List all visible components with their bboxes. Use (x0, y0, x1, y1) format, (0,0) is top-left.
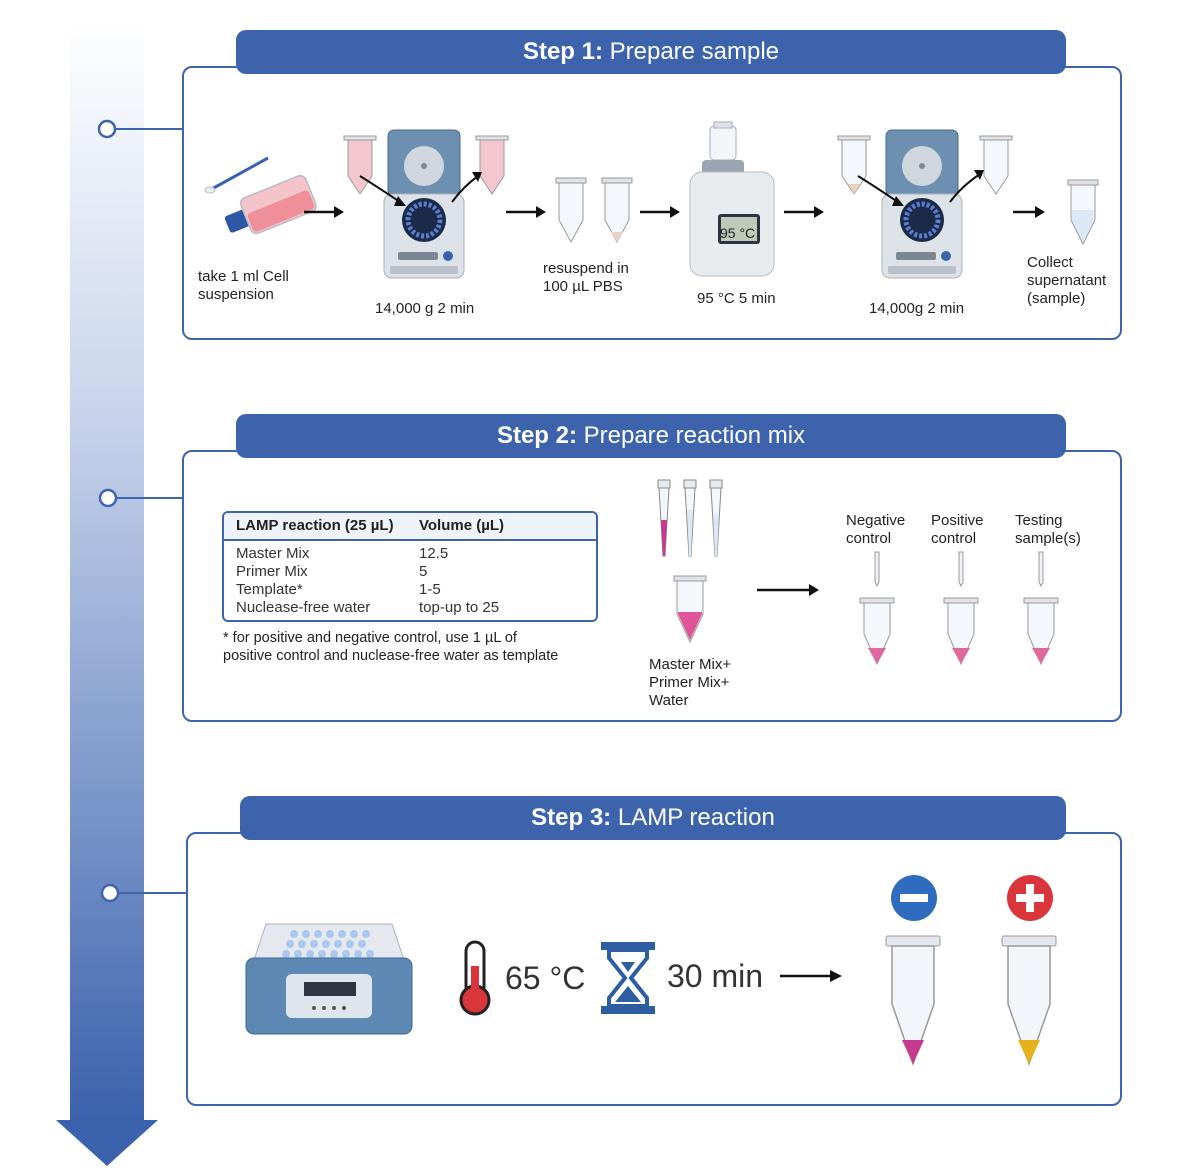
table-row: Nuclease-free water top-up to 25 (224, 599, 596, 617)
temperature-text: 65 °C (505, 960, 586, 996)
arrow-icon (780, 970, 842, 982)
step3-header: Step 3: LAMP reaction (240, 796, 1066, 840)
negative-control-label: Negative control (846, 512, 906, 547)
negative-tube-icon (885, 935, 941, 1067)
positive-tube-icon (1001, 935, 1057, 1067)
heat-block-icon (689, 121, 775, 277)
table-cell: 5 (419, 563, 428, 580)
table-col-volume: Volume (µL) (419, 517, 505, 534)
table-row: Primer Mix 5 (224, 563, 596, 581)
thermometer-icon (459, 940, 491, 1016)
step1-panel (182, 66, 1122, 340)
table-cell: Nuclease-free water (236, 599, 371, 616)
step1-title: Prepare sample (609, 38, 780, 65)
centrifuge-icon (343, 129, 509, 279)
step2-number: Step 2: (496, 422, 577, 449)
cell-flask-icon (204, 156, 317, 235)
positive-result-icon (1007, 875, 1053, 921)
table-cell: Primer Mix (236, 563, 308, 580)
step3-title: LAMP reaction (617, 804, 775, 831)
lamp-reaction-table: LAMP reaction (25 µL) Volume (µL) Master… (222, 511, 598, 622)
table-row: Master Mix 12.5 (224, 545, 596, 563)
table-cell: Template* (236, 581, 303, 598)
mix-tube-icon (673, 575, 707, 644)
collect-label: Collect supernatant (sample) (1027, 254, 1107, 307)
pipette-tips-icon (657, 479, 723, 557)
resuspend-label: resuspend in 100 µL PBS (543, 260, 629, 295)
table-cell: 1-5 (419, 581, 441, 598)
arrow-icon (784, 206, 824, 218)
table-cell: top-up to 25 (419, 599, 500, 616)
step1-header: Step 1: Prepare sample (236, 30, 1066, 74)
arrow-icon (757, 584, 819, 596)
footnote: * for positive and negative control, use… (223, 630, 559, 664)
negative-result-icon (891, 875, 937, 921)
positive-control-label: Positive control (931, 512, 984, 547)
step2-header: Step 2: Prepare reaction mix (236, 414, 1066, 458)
heat-label: 95 °C 5 min (697, 290, 776, 307)
heat-display-text: 95 °C (720, 225, 756, 241)
supernatant-tube-icon (1067, 179, 1099, 246)
mix-label: Master Mix+ Primer Mix+ Water (649, 656, 732, 709)
centrifuge1-label: 14,000 g 2 min (375, 300, 475, 317)
step3-number: Step 3: (531, 804, 612, 831)
heat-block-instrument-icon (245, 923, 413, 1035)
reaction-tubes-icon (859, 551, 1059, 666)
table-row: Template* 1-5 (224, 581, 596, 599)
arrow-icon (640, 206, 680, 218)
time-text: 30 min (667, 958, 764, 994)
hourglass-icon (601, 942, 655, 1014)
table-cell: Master Mix (236, 545, 310, 562)
arrow-icon (1013, 206, 1045, 218)
table-header: LAMP reaction (25 µL) Volume (µL) (224, 513, 596, 541)
tubes-icon (555, 177, 633, 244)
arrow-icon (304, 206, 344, 218)
table-cell: 12.5 (419, 545, 449, 562)
centrifuge2-label: 14,000g 2 min (869, 300, 965, 317)
centrifuge-icon (837, 129, 1013, 279)
arrow-icon (506, 206, 546, 218)
cell-label: take 1 ml Cell suspension (198, 268, 289, 303)
table-col-reaction: LAMP reaction (25 µL) (236, 517, 394, 534)
step1-number: Step 1: (522, 38, 603, 65)
step2-title: Prepare reaction mix (583, 422, 806, 449)
testing-sample-label: Testing sample(s) (1015, 512, 1081, 547)
